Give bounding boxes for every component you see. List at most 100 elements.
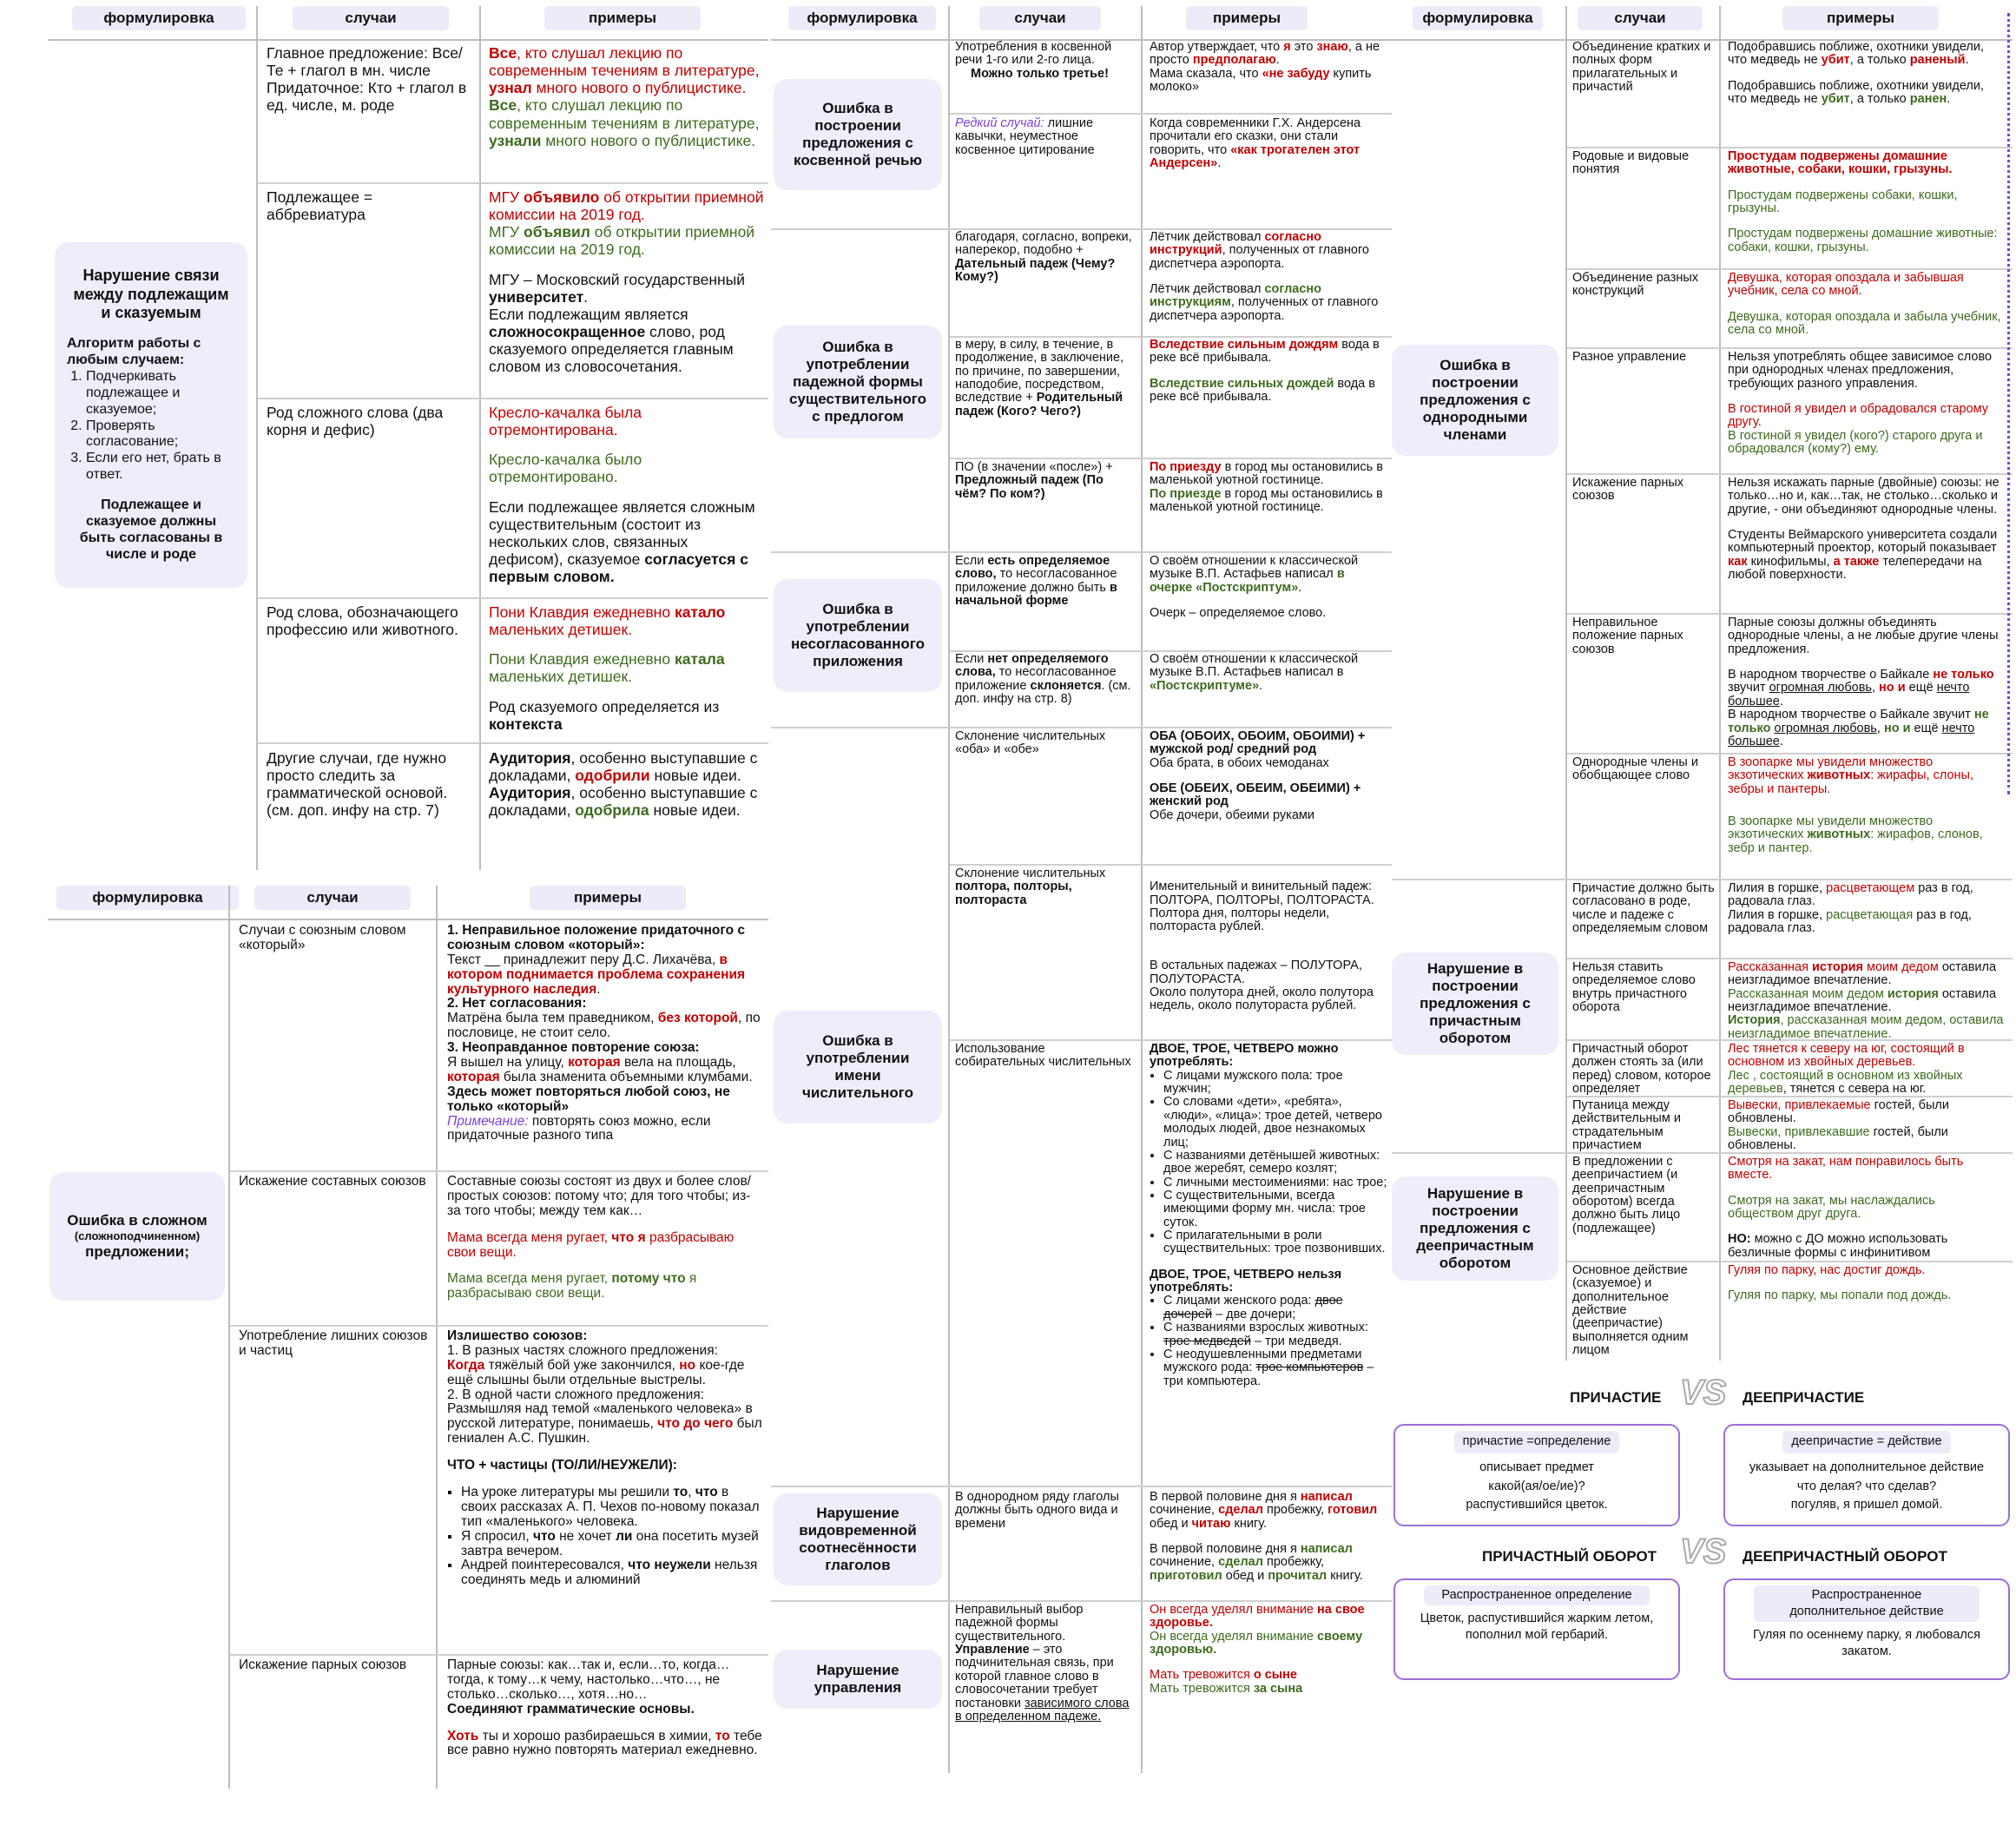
rule-pill-subject-predicate: Нарушение связи между подлежащим и сказу… — [55, 242, 247, 588]
list-item: С названиями детёнышей животных: двое же… — [1163, 1149, 1388, 1176]
example-cell: Лётчик действовал согласно инструкций, п… — [1150, 231, 1379, 323]
case-cell: Род сложного слова (два корня и дефис) — [267, 404, 444, 439]
case-cell: Однородные члены и обобщающее слово — [1572, 756, 1698, 783]
example-cell: О своём отношении к классической музыке … — [1150, 555, 1359, 621]
rule-pill-case-preposition: Ошибка в употреблении падежной формы сущ… — [774, 326, 942, 438]
case-cell: благодаря, согласно, вопреки, наперекор,… — [955, 231, 1132, 285]
case-cell: Употребления в косвенной речи 1-го или 2… — [955, 41, 1112, 81]
case-cell: Использование собирательных числительных — [955, 1043, 1131, 1070]
case-cell: В предложении с деепричастием (и дееприч… — [1572, 1156, 1681, 1236]
example-cell: Именительный и винительный падеж: ПОЛТОР… — [1150, 880, 1374, 1013]
case-cell: В однородном ряду глаголы должны быть од… — [955, 1491, 1119, 1531]
example-cell: 1. Неправильное положение придаточного с… — [447, 924, 761, 1143]
algorithm-step: Если его нет, брать в ответ. — [86, 451, 235, 484]
table-subject-predicate: формулировка случаи примеры Нарушение св… — [48, 6, 768, 870]
rule-pill-numeral: Ошибка в употреблении имени числительног… — [774, 1011, 942, 1124]
example-cell: Смотря на закат, нам понравилось быть вм… — [1728, 1156, 1964, 1260]
case-cell: Неправильное положение парных союзов — [1572, 616, 1683, 656]
rule-pill-participle: Нарушение в построении предложения с при… — [1392, 952, 1558, 1055]
example-cell: По приезду в город мы остановились в мал… — [1150, 461, 1383, 515]
algorithm-step: Проверять согласование; — [86, 418, 235, 451]
example-cell: Лилия в горшке, расцветающем раз в год, … — [1728, 882, 1973, 936]
case-cell: Склонение числительных полтора, полторы,… — [955, 867, 1106, 907]
rule-pill-homogeneous: Ошибка в построении предложения с одноро… — [1392, 345, 1558, 456]
list-item: С существительными, всегда имеющими форм… — [1163, 1189, 1388, 1229]
header-examples: примеры — [1782, 6, 1939, 30]
example-cell: Простудам подвержены домашние животные, … — [1728, 150, 1998, 254]
header-cases: случаи — [1578, 6, 1703, 30]
list-item: С неодушевленными предметами мужского ро… — [1163, 1348, 1388, 1388]
title-adverbial-phrase: ДЕЕПРИЧАСТНЫЙ ОБОРОТ — [1743, 1548, 1947, 1565]
header-cases: случаи — [293, 6, 449, 30]
rule-pill-appositive: Ошибка в употреблении несогласованного п… — [774, 579, 942, 692]
card-participial-phrase: Распространенное определение Цветок, рас… — [1393, 1578, 1680, 1680]
case-cell: Путаница между действительным и страдате… — [1572, 1099, 1681, 1153]
list-item: Со словами «дети», «ребята», «люди», «ли… — [1163, 1096, 1388, 1150]
header-formulation: формулировка — [56, 886, 239, 910]
table-syntax: формулировка случаи примеры Ошибка в пос… — [1392, 6, 2013, 1361]
example-cell: Рассказанная история моим дедом оставила… — [1728, 961, 2004, 1041]
header-cases: случаи — [254, 886, 411, 910]
case-cell: Склонение числительных «оба» и «обе» — [955, 730, 1106, 757]
example-cell: Аудитория, особенно выступавшие с доклад… — [489, 749, 758, 820]
rule-title: Нарушение связи между подлежащим и сказу… — [73, 267, 229, 321]
header-formulation: формулировка — [1413, 6, 1543, 30]
algorithm-title: Алгоритм работы с любым случаем: — [67, 336, 201, 368]
example-cell: Нельзя употреблять общее зависимое слово… — [1728, 351, 1993, 457]
card-participle: причастие =определение описывает предмет… — [1393, 1424, 1680, 1526]
list-item: С лицами женского рода: двое дочерей – д… — [1163, 1295, 1388, 1321]
rule-pill-indirect-speech: Ошибка в построении предложения с косвен… — [774, 79, 942, 190]
vs-mark: VS — [1679, 1373, 1727, 1413]
case-cell: Искажение составных союзов — [239, 1175, 426, 1189]
example-cell: ДВОЕ, ТРОЕ, ЧЕТВЕРО можно употреблять: С… — [1150, 1043, 1388, 1388]
example-cell: Автор утверждает, что я это знаю, а не п… — [1150, 41, 1380, 95]
case-cell: Объединение кратких и полных форм прилаг… — [1572, 41, 1711, 95]
example-cell: Девушка, которая опоздала и забывшая уче… — [1728, 272, 2001, 338]
example-cell: Кресло-качалка была отремонтирована. Кре… — [489, 404, 755, 585]
example-cell: Излишество союзов: 1. В разных частях сл… — [447, 1329, 764, 1588]
header-examples: примеры — [544, 6, 701, 30]
case-cell: в меру, в силу, в течение, в продолжение… — [955, 339, 1124, 418]
example-cell: Все, кто слушал лекцию по современным те… — [489, 44, 760, 149]
case-cell: Случаи с союзным словом «который» — [239, 924, 406, 952]
list-item: С лицами мужского пола: трое мужчин; — [1163, 1069, 1388, 1097]
header-formulation: формулировка — [788, 6, 936, 30]
case-cell: ПО (в значении «после») + Предложный пад… — [955, 461, 1113, 501]
case-cell: Нельзя ставить определяемое слово внутрь… — [1572, 961, 1696, 1015]
case-cell: Если есть определяемое слово, то несогла… — [955, 555, 1117, 609]
list-item: Я спросил, что не хочет ли она посетить … — [461, 1529, 764, 1559]
list-item: С прилагательными в роли существительных… — [1163, 1229, 1388, 1256]
header-formulation: формулировка — [72, 6, 246, 30]
header-examples: примеры — [530, 886, 686, 910]
header-examples: примеры — [1186, 6, 1308, 30]
example-cell: Парные союзы: как…так и, если…то, когда…… — [447, 1658, 762, 1758]
case-cell: Редкий случай: лишние кавычки, неуместно… — [955, 117, 1095, 157]
case-cell: Неправильный выбор падежной формы сущест… — [955, 1604, 1130, 1723]
rule-pill-government: Нарушение управления — [774, 1650, 942, 1709]
example-cell: Парные союзы должны объединять однородны… — [1728, 616, 1999, 748]
example-cell: О своём отношении к классической музыке … — [1150, 653, 1359, 693]
rule-pill-complex-sentence: Ошибка в сложном (сложноподчиненном) пре… — [49, 1172, 225, 1301]
example-cell: Подобравшись поближе, охотники увидели, … — [1728, 41, 1984, 107]
case-cell: Искажение парных союзов — [239, 1658, 407, 1672]
example-cell: В первой половине дня я написал сочинени… — [1150, 1491, 1378, 1583]
case-cell: Употребление лишних союзов и частиц — [239, 1329, 428, 1358]
header-cases: случаи — [979, 6, 1101, 30]
example-cell: Лес тянется к северу на юг, состоящий в … — [1728, 1043, 1965, 1097]
particle-list: На уроке литературы мы решили то, что в … — [447, 1485, 764, 1588]
title-adverbial-participle: ДЕЕПРИЧАСТИЕ — [1743, 1389, 1865, 1406]
example-cell: Он всегда уделял внимание на свое здоров… — [1150, 1604, 1365, 1696]
case-cell: Искажение парных союзов — [1572, 477, 1684, 504]
table-complex-sentence: формулировка случаи примеры Ошибка в сло… — [48, 886, 768, 1789]
example-cell: Когда современники Г.Х. Андерсена прочит… — [1150, 117, 1361, 171]
example-cell: Составные союзы состоят из двух и более … — [447, 1175, 751, 1302]
example-cell: Нельзя искажать парные (двойные) союзы: … — [1728, 477, 2000, 583]
algorithm-list: Подчеркивать подлежащее и сказуемое; Про… — [67, 369, 235, 484]
table-morphology: формулировка случаи примеры Ошибка в пос… — [771, 6, 1392, 1773]
card-adverbial-phrase: Распространенное дополнительное действие… — [1723, 1578, 2010, 1680]
example-cell: Вследствие сильным дождям вода в реке вс… — [1150, 339, 1380, 405]
example-cell: Пони Клавдия ежедневно катало маленьких … — [489, 603, 726, 733]
case-cell: Главное предложение: Все/Те + глагол в м… — [267, 44, 467, 115]
algorithm-conclusion: Подлежащее и сказуемое должны быть согла… — [79, 498, 223, 562]
rule-pill-verb-tense: Нарушение видовременной соотнесённости г… — [774, 1493, 942, 1585]
